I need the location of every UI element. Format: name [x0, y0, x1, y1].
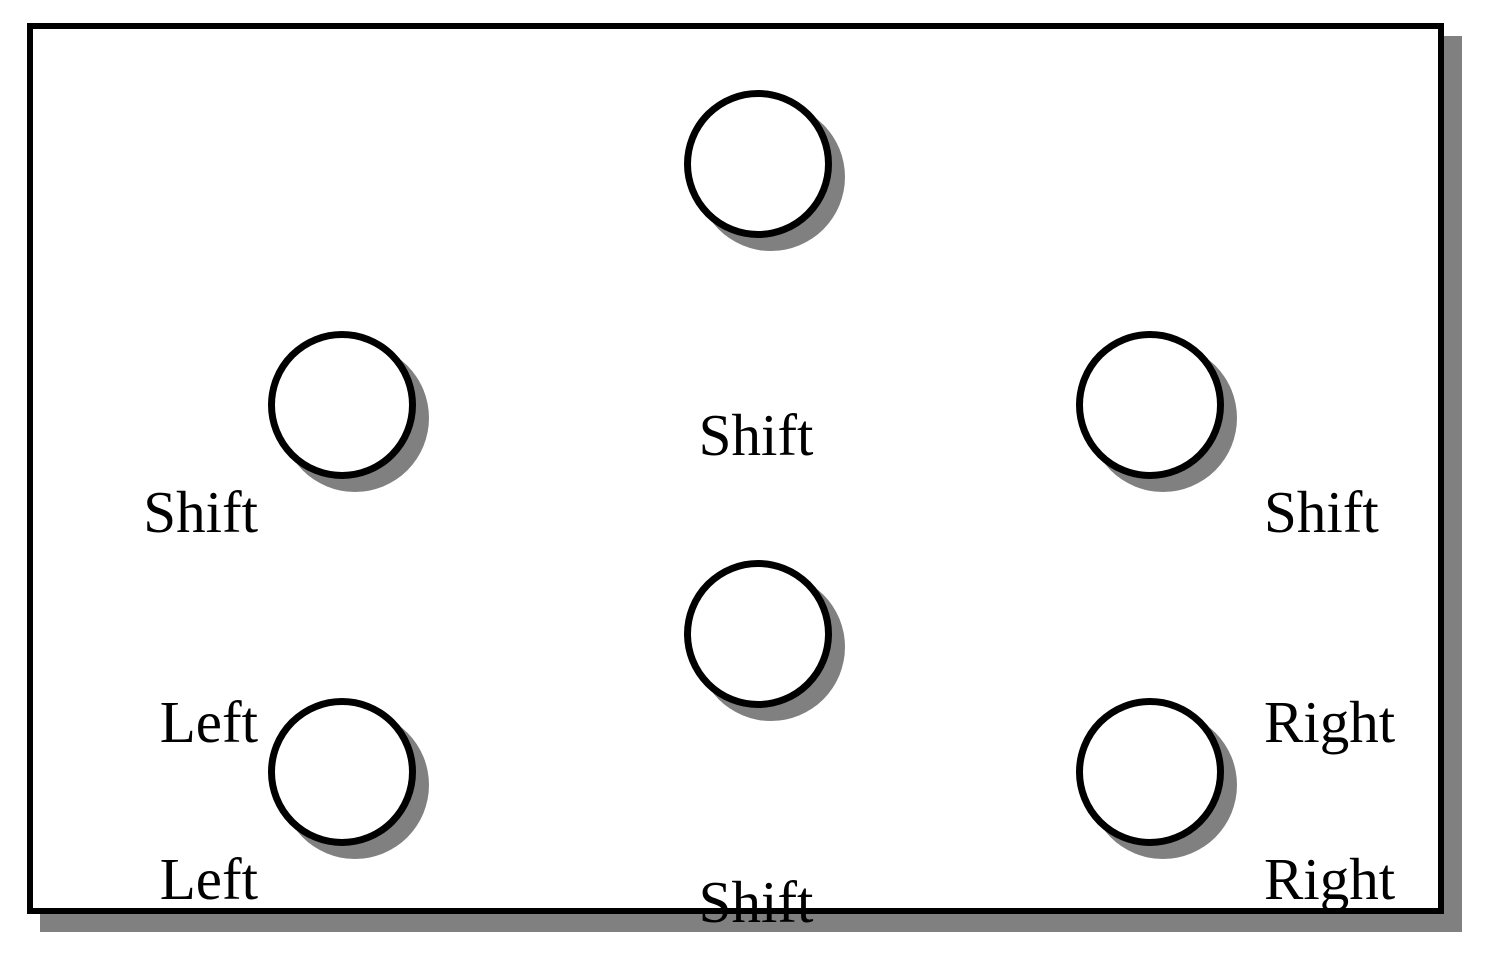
- button-face: [684, 560, 832, 708]
- label-line: Shift: [143, 479, 258, 545]
- label-line: Shift: [1264, 479, 1379, 545]
- label-right-key: Right Key: [1264, 704, 1489, 958]
- button-shift-right[interactable]: [1076, 331, 1237, 492]
- label-shift-down: Shift Down: [616, 727, 896, 958]
- button-right-key[interactable]: [1076, 698, 1237, 859]
- button-face: [1076, 698, 1224, 846]
- label-line: Shift: [698, 402, 814, 468]
- label-line: Shift: [698, 869, 814, 935]
- key-panel: Shift Up Shift Left Shift Right Shift: [27, 23, 1444, 935]
- label-shift-left: Shift Left: [28, 337, 258, 897]
- label-left-key: Left Key: [28, 704, 258, 958]
- label-line: Right: [1264, 689, 1396, 755]
- button-face: [1076, 331, 1224, 479]
- button-shift-down[interactable]: [684, 560, 845, 721]
- button-shift-up[interactable]: [684, 90, 845, 251]
- label-shift-right: Shift Right: [1264, 337, 1489, 897]
- label-line: Left: [159, 846, 258, 912]
- button-face: [268, 698, 416, 846]
- label-line: Right: [1264, 846, 1396, 912]
- label-line: Left: [159, 689, 258, 755]
- button-face: [268, 331, 416, 479]
- button-face: [684, 90, 832, 238]
- button-left-key[interactable]: [268, 698, 429, 859]
- button-shift-left[interactable]: [268, 331, 429, 492]
